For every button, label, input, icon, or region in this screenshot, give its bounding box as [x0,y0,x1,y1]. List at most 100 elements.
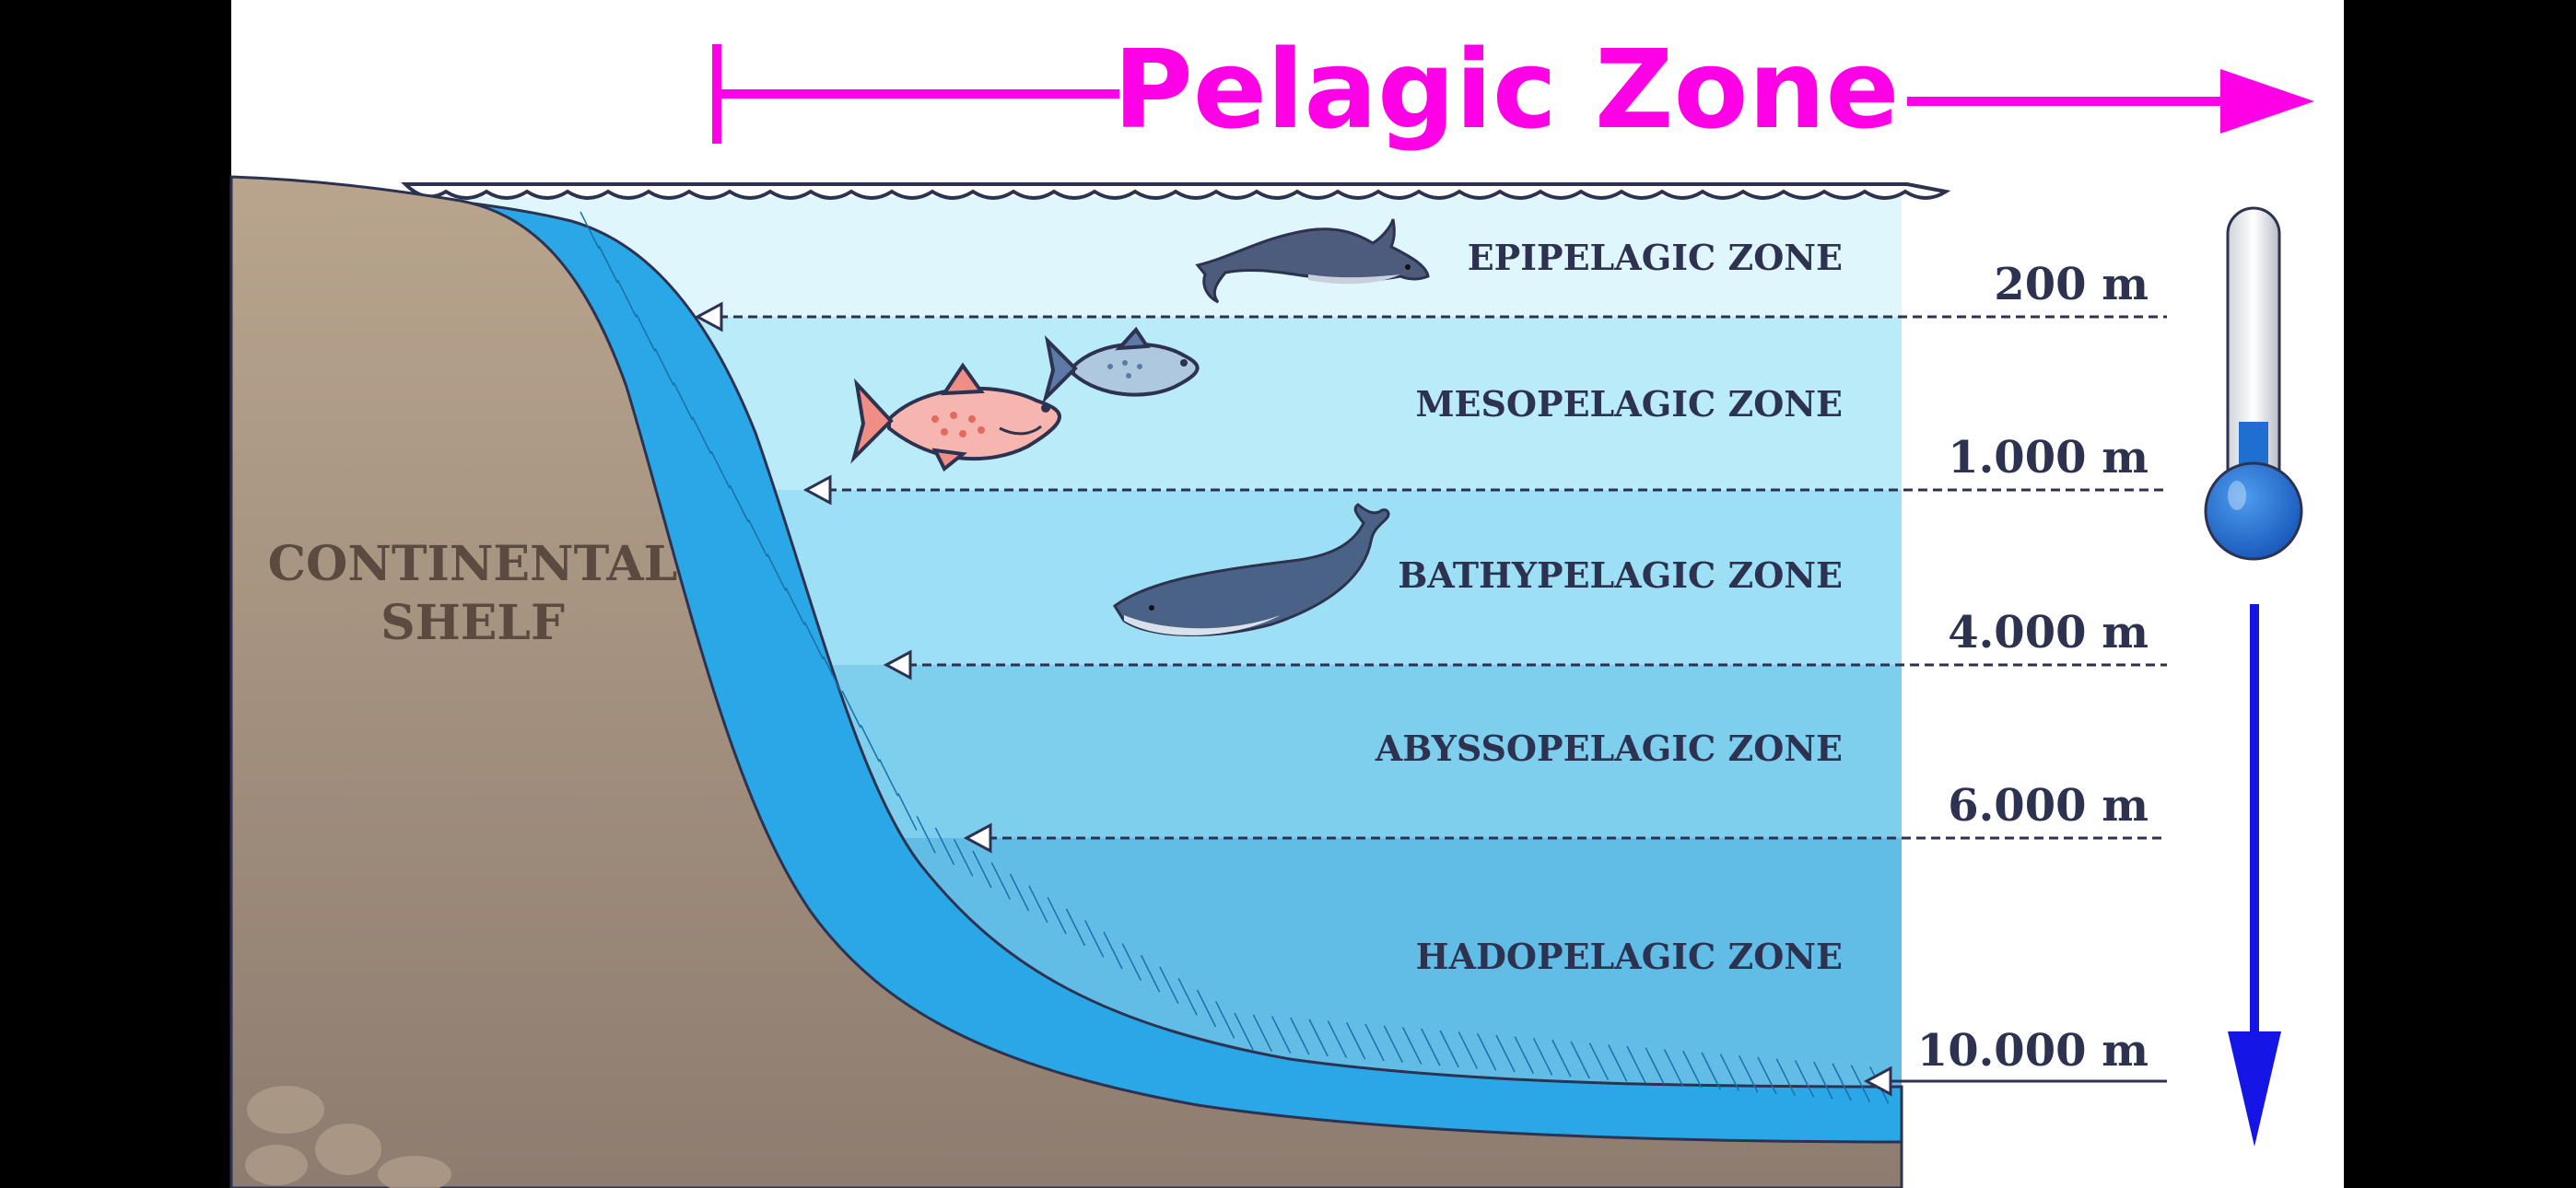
slope-rib [1495,1034,1516,1073]
slope-rib [785,588,805,625]
slope-rib [878,758,899,797]
slope-rib [729,484,749,523]
slope-rib [1009,873,1030,912]
boundary-arrow-1000 [802,474,832,506]
slope-rib [1084,920,1105,958]
continental-shelf [229,175,1903,1188]
slope-rib [1626,1045,1646,1084]
slope-rib [1701,1052,1721,1090]
slope-rib [1850,1065,1871,1102]
depth-label-200: 200 m [1994,259,2149,310]
slope-rib [1813,1061,1833,1100]
slope-rib [673,382,694,421]
slope-rib [580,211,600,250]
slope-rib [1177,977,1198,1016]
slope-rib [1065,908,1086,947]
zone-label-bathypelagic: BATHYPELAGIC ZONE [1398,554,1843,596]
slope-rib [1047,896,1067,935]
fish-icon [1042,326,1200,404]
slope-rib [1364,1023,1385,1062]
slope-rib [1196,989,1217,1028]
zone-label-epipelagic: EPIPELAGIC ZONE [1468,237,1843,278]
depth-label-1000: 1.000 m [1948,432,2149,483]
boundary-arrow-4000 [883,649,912,681]
title-arrow-head [2220,69,2314,134]
slope-rib [1234,1012,1254,1051]
slope-rib [1551,1039,1572,1077]
dolphin-icon [1195,218,1430,304]
salmon-icon [850,362,1061,472]
slope-rib [1327,1020,1348,1058]
slope-rib [841,690,861,728]
slope-rib [1401,1027,1423,1065]
depth-boundaries [694,301,2167,1097]
slope-rib [972,850,992,889]
slope-rib [654,348,674,386]
slope-rib [1383,1025,1403,1064]
slope-rib [1308,1019,1329,1057]
thermometer-icon [2204,206,2303,561]
slope-rib [1252,1014,1272,1053]
slope-rib [897,793,918,831]
slope-rib [1458,1031,1479,1069]
slope-rib [636,314,656,352]
slope-rib [1794,1060,1815,1098]
slope-rib [1421,1028,1441,1066]
shelf-label-line-2: SHELF [381,595,565,651]
slope-rib [1121,943,1142,981]
slope-rib [1757,1056,1777,1095]
slope-rib [1608,1043,1628,1082]
slope-rib [1477,1032,1497,1071]
slope-rib [747,518,768,557]
slope-rib [1682,1050,1703,1089]
slope-rib [1645,1047,1665,1086]
whale-icon [1112,503,1390,637]
slope-rib [710,450,731,489]
slope-rib [1663,1049,1684,1087]
slope-rib [1290,1017,1310,1055]
slope-rib [823,656,843,694]
slope-rib [1832,1063,1852,1101]
slope-rib [934,827,955,866]
depth-label-6000: 6.000 m [1948,780,2149,832]
zone-label-abyssopelagic: ABYSSOPELAGIC ZONE [1375,728,1843,769]
sea-surface-wave [401,182,1951,200]
slope-rib [1439,1030,1459,1068]
slope-rib [1215,1001,1235,1039]
boundary-arrow-6000 [963,822,992,854]
slope-rib [1514,1036,1534,1075]
slope-rib [954,839,974,877]
slope-rib [1028,885,1048,924]
slope-rib [1739,1054,1759,1093]
slope-rib [598,245,618,284]
slope-rib [692,416,712,455]
slope-rib [1588,1042,1610,1080]
boundary-arrow-200 [694,301,723,332]
slope-rib [1140,954,1161,993]
pebbles [245,1086,451,1188]
slope-rib [803,622,825,660]
title-bar: Pelagic Zone [712,26,2314,153]
slope-rib [1570,1041,1590,1079]
slope-rib [1159,966,1179,1005]
zone-label-hadopelagic: HADOPELAGIC ZONE [1416,936,1843,977]
slope-rib [1270,1016,1292,1054]
slope-rib [1719,1054,1740,1091]
boundary-arrow-10000 [1863,1066,1892,1097]
slope-rib [916,815,936,854]
slope-rib [990,862,1011,900]
depth-label-4000: 4.000 m [1948,607,2149,658]
slope-rib [860,724,880,763]
zone-label-mesopelagic: MESOPELAGIC ZONE [1415,383,1843,425]
slope-rib [1532,1038,1553,1076]
shelf-label-line-1: CONTINENTAL [268,536,678,592]
slope-rib [767,553,787,591]
slope-rib [1775,1058,1796,1097]
diagram-title: Pelagic Zone [1113,26,1899,153]
slope-rib [1346,1021,1366,1060]
depth-label-10000: 10.000 m [1917,1025,2149,1077]
slope-rib [1103,931,1123,970]
slope-rib [616,279,638,318]
depth-direction-arrow [2228,604,2281,1147]
